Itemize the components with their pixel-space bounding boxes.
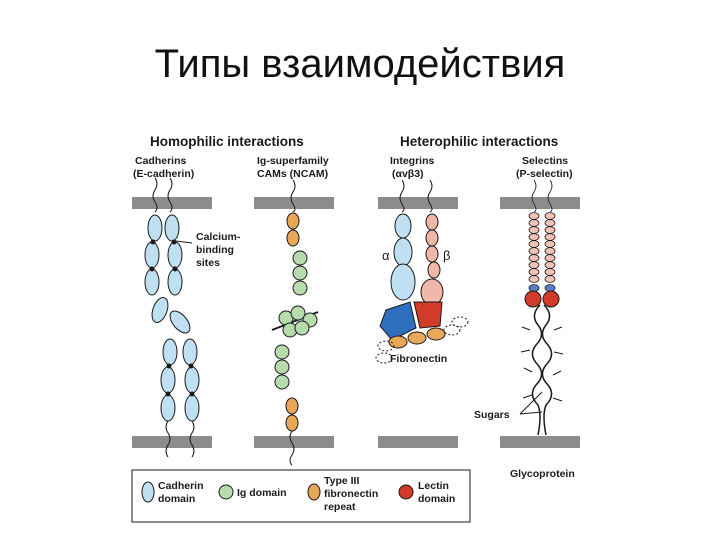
integrins-sublabel: (αvβ3) — [392, 168, 424, 180]
membrane-bottom-ig — [254, 436, 334, 448]
selectin-bead — [528, 212, 540, 220]
membrane-top-selectin — [500, 197, 580, 209]
ig-sublabel: CAMs (NCAM) — [257, 168, 328, 180]
integrins-label: Integrins — [390, 155, 434, 167]
legend-fibronectin-icon — [307, 483, 321, 501]
cadherin-molecules — [144, 177, 200, 458]
selectin-bead — [544, 247, 556, 255]
slide-title: Типы взаимодействия — [154, 42, 566, 86]
legend-fibronectin-label-3: repeat — [324, 501, 356, 513]
fibronectin-label: Fibronectin — [390, 353, 447, 365]
sugars-label: Sugars — [474, 409, 510, 421]
legend-ig-icon — [218, 484, 234, 500]
cadherins-sublabel: (E-cadherin) — [133, 168, 194, 180]
sugars-pointer-1 — [519, 391, 543, 415]
integrin-molecule — [375, 179, 469, 364]
legend-fibronectin-label-2: fibronectin — [324, 488, 378, 500]
membrane-top-integrin — [378, 197, 458, 209]
calcium-label-2: binding — [196, 244, 234, 256]
membrane-top-ig — [254, 197, 334, 209]
selectin-bead — [544, 212, 556, 220]
legend-box — [131, 469, 471, 523]
selectin-bead — [544, 275, 556, 283]
selectin-bead — [528, 247, 540, 255]
calcium-label-1: Calcium- — [196, 231, 241, 243]
selectin-bead — [544, 219, 556, 227]
selectin-egf-bead — [544, 284, 556, 292]
header-homophilic: Homophilic interactions — [150, 134, 304, 149]
beta-label: β — [443, 248, 450, 263]
selectin-bead — [544, 254, 556, 262]
selectin-bead — [528, 233, 540, 241]
legend-ig-label: Ig domain — [237, 487, 287, 499]
selectin-molecules — [528, 179, 556, 292]
legend-cadherin-icon — [141, 481, 155, 503]
selectin-egf-bead — [528, 284, 540, 292]
ig-label: Ig-superfamily — [257, 155, 329, 167]
selectin-bead — [544, 261, 556, 269]
selectin-bead — [528, 275, 540, 283]
selectin-bead — [528, 261, 540, 269]
legend-lectin-label-1: Lectin — [418, 480, 449, 492]
selectin-bead — [544, 240, 556, 248]
legend-fibronectin-label-1: Type III — [324, 475, 359, 487]
membrane-bottom-cadherin — [132, 436, 212, 448]
membrane-bottom-selectin — [500, 436, 580, 448]
legend-lectin-icon — [398, 484, 414, 500]
legend-cadherin-label-2: domain — [158, 493, 195, 505]
legend-lectin-label-2: domain — [418, 493, 455, 505]
selectin-bead — [528, 254, 540, 262]
ig-cam-molecules — [271, 179, 319, 466]
selectins-sublabel: (P-selectin) — [516, 168, 573, 180]
selectin-bead — [544, 233, 556, 241]
selectin-heads-and-glycoprotein — [520, 290, 564, 436]
selectin-bead — [528, 219, 540, 227]
selectins-label: Selectins — [522, 155, 568, 167]
cadherins-label: Cadherins — [135, 155, 187, 167]
selectin-bead — [544, 226, 556, 234]
alpha-label: α — [382, 248, 390, 263]
selectin-tails — [531, 179, 553, 213]
membrane-bottom-integrin — [378, 436, 458, 448]
selectin-bead — [528, 240, 540, 248]
membrane-top-cadherin — [132, 197, 212, 209]
calcium-label-3: sites — [196, 257, 220, 269]
selectin-bead — [528, 268, 540, 276]
glycoprotein-label: Glycoprotein — [510, 468, 575, 480]
header-heterophilic: Heterophilic interactions — [400, 134, 558, 149]
legend-cadherin-label-1: Cadherin — [158, 480, 204, 492]
selectin-bead — [528, 226, 540, 234]
sugars-pointer-2 — [519, 411, 543, 415]
selectin-bead — [544, 268, 556, 276]
